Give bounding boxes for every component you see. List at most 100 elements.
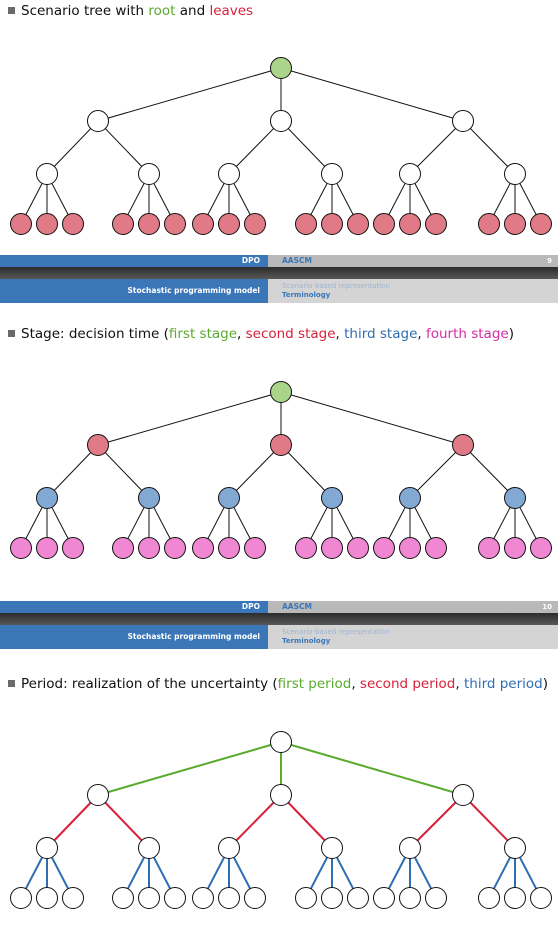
bullet-text: Scenario tree with root and leaves <box>21 3 253 19</box>
stage-3-node <box>504 163 526 185</box>
bullet-segment: Scenario tree with <box>21 3 149 19</box>
leaf-node <box>321 887 343 909</box>
scenario-tree <box>10 57 552 235</box>
leaf-node <box>321 213 343 235</box>
stage-2-node <box>87 784 109 806</box>
leaf-node <box>504 887 526 909</box>
stage-3-node <box>321 163 343 185</box>
footer-title: AASCM <box>282 256 312 265</box>
footer-section-left[interactable]: Stochastic programming model <box>127 632 260 641</box>
tree-edge <box>462 794 516 849</box>
leaf-node <box>164 213 186 235</box>
stage-2-node <box>270 784 292 806</box>
stage-3-node <box>138 837 160 859</box>
footer-subsection[interactable]: Terminology <box>282 637 331 645</box>
root-node <box>270 731 292 753</box>
tree-edge <box>228 794 282 849</box>
leaf-node <box>10 213 32 235</box>
tree-edge <box>280 444 333 499</box>
leaf-node <box>138 537 160 559</box>
bullet-line: Stage: decision time (first stage, secon… <box>8 326 514 342</box>
bullet-segment: fourth stage <box>425 326 509 342</box>
leaf-node <box>62 887 84 909</box>
bullet-segment: Stage: decision time ( <box>21 326 169 342</box>
leaf-node <box>112 213 134 235</box>
leaf-node <box>295 887 317 909</box>
footer-subsection[interactable]: Terminology <box>282 291 331 299</box>
tree-edge <box>46 444 99 499</box>
leaf-node <box>138 213 160 235</box>
leaf-node <box>399 213 421 235</box>
leaf-node <box>244 537 266 559</box>
stage-3-node <box>218 837 240 859</box>
leaf-node <box>10 887 32 909</box>
leaf-node <box>399 887 421 909</box>
stage-2-node <box>87 434 109 456</box>
bullet-segment: first stage <box>168 326 238 342</box>
stage-3-node <box>138 163 160 185</box>
stage-2-node <box>452 434 474 456</box>
leaf-node <box>295 537 317 559</box>
stage-3-node <box>399 163 421 185</box>
leaf-node <box>373 213 395 235</box>
bullet-segment: second period <box>359 676 456 692</box>
tree-nodes <box>10 57 552 235</box>
leaf-node <box>399 537 421 559</box>
footer-title: AASCM <box>282 602 312 611</box>
stage-3-node <box>399 837 421 859</box>
bullet-text: Stage: decision time (first stage, secon… <box>21 326 514 342</box>
leaf-node <box>295 213 317 235</box>
leaf-node <box>192 887 214 909</box>
stage-2-node <box>270 110 292 132</box>
bullet-segment: second stage <box>245 326 336 342</box>
bullet-segment: root <box>148 3 176 19</box>
leaf-node <box>425 887 447 909</box>
leaf-node <box>321 537 343 559</box>
leaf-node <box>218 887 240 909</box>
bullet-line: Period: realization of the uncertainty (… <box>8 676 548 692</box>
tree-edges <box>20 741 542 899</box>
leaf-node <box>425 537 447 559</box>
leaf-node <box>164 537 186 559</box>
footer-section[interactable]: Scenario-based representation <box>282 628 390 636</box>
stage-3-node <box>36 487 58 509</box>
footer-section-left[interactable]: Stochastic programming model <box>127 286 260 295</box>
stage-3-node <box>399 487 421 509</box>
tree-edge <box>462 120 516 175</box>
footer-author: DPO <box>241 256 260 265</box>
leaf-node <box>62 213 84 235</box>
footer-section[interactable]: Scenario-based representation <box>282 282 390 290</box>
leaf-node <box>192 537 214 559</box>
bullet-segment: ) <box>508 326 514 342</box>
stage-3-node <box>138 487 160 509</box>
stage-3-node <box>504 487 526 509</box>
tree-edge <box>409 120 464 175</box>
tree-edge <box>97 741 282 796</box>
bullet-segment: third period <box>463 676 543 692</box>
bullet-segment: ) <box>542 676 549 692</box>
leaf-node <box>10 537 32 559</box>
root-node <box>270 57 292 79</box>
bullet-segment: , <box>335 326 345 342</box>
stage-3-node <box>504 837 526 859</box>
leaf-node <box>218 537 240 559</box>
leaf-node <box>138 887 160 909</box>
bullet-segment: Period: realization of the uncertainty ( <box>21 676 278 692</box>
tree-edge <box>462 444 516 499</box>
tree-edge <box>228 444 282 499</box>
leaf-node <box>36 213 58 235</box>
bullet-segment: , <box>417 326 426 342</box>
leaf-node <box>478 537 500 559</box>
bullet-square-icon <box>8 680 15 687</box>
leaf-node <box>347 537 369 559</box>
leaf-node <box>530 537 552 559</box>
leaf-node <box>218 213 240 235</box>
tree-edge <box>97 391 282 446</box>
bullet-segment: , <box>237 326 246 342</box>
bullet-square-icon <box>8 330 15 337</box>
stage-3-node <box>321 487 343 509</box>
tree-edge <box>280 391 464 446</box>
bullet-segment: , <box>351 676 360 692</box>
leaf-node <box>244 887 266 909</box>
root-node <box>270 381 292 403</box>
